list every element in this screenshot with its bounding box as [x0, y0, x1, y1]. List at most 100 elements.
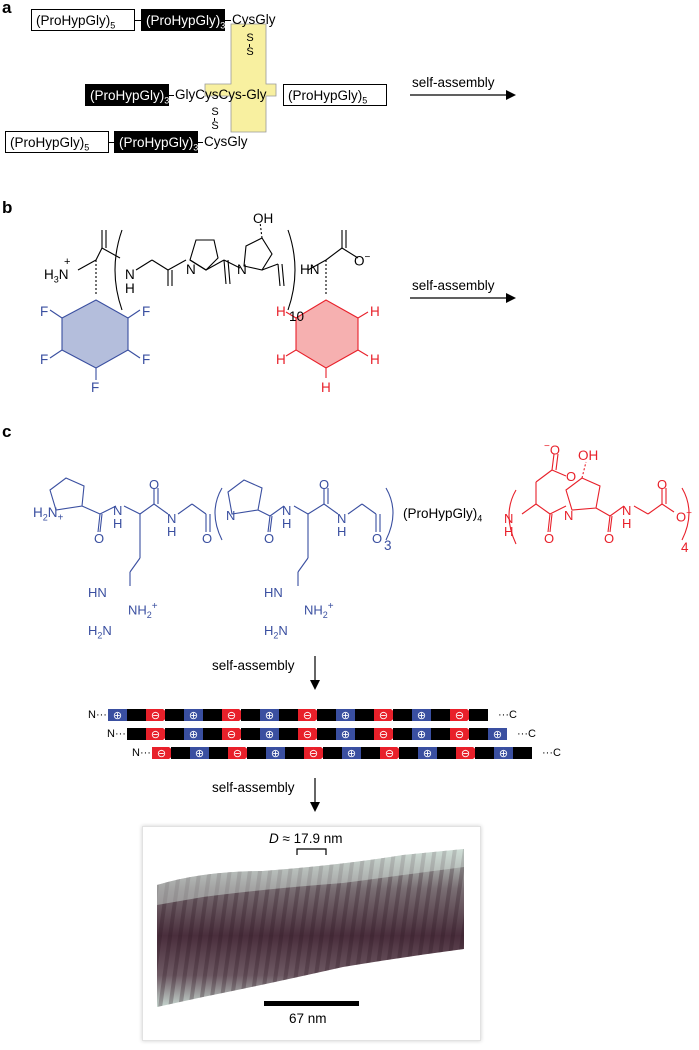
self-assembly-label-c1: self-assembly	[212, 658, 295, 673]
panel-b-label: b	[2, 198, 13, 217]
neutral-segment	[203, 708, 222, 721]
minus-symbol: ⊖	[455, 729, 464, 741]
negative-segment	[298, 708, 322, 721]
peptide-box-prohypgly5-row3: (ProHypGly)5	[5, 131, 109, 153]
neutral-segment	[127, 708, 146, 721]
cys-gly-row3: CysGly	[204, 134, 248, 149]
negative-segment	[228, 746, 252, 759]
neutral-segment	[355, 727, 374, 740]
self-assembly-arrow-b	[410, 293, 516, 303]
neutral-segment	[279, 727, 298, 740]
peptide-box-prohypgly3-row1: (ProHypGly)3	[141, 9, 225, 31]
chain-n-terminus: N···	[107, 727, 126, 740]
bond-line	[225, 20, 231, 21]
neutral-segment	[171, 746, 190, 759]
minus-symbol: ⊖	[303, 729, 312, 741]
disulfide-bond-bottom: S S	[211, 106, 219, 132]
tem-micrograph	[157, 848, 464, 1007]
self-assembly-label-a: self-assembly	[412, 75, 495, 90]
positive-segment	[184, 727, 203, 740]
positive-segment	[418, 746, 437, 759]
plus-symbol: ⊕	[341, 729, 350, 741]
neutral-segment	[241, 708, 260, 721]
chain-segments: ⊕⊖⊕⊖⊕⊖⊕⊖⊕⊖	[108, 708, 488, 722]
neutral-segment	[323, 746, 342, 759]
neutral-segment	[285, 746, 304, 759]
o-label-c7: O	[566, 469, 577, 484]
nh3-charge: +	[64, 256, 71, 268]
minus-symbol: ⊖	[455, 710, 464, 722]
plus-symbol: ⊕	[189, 710, 198, 722]
negative-segment	[374, 708, 398, 721]
neutral-segment	[437, 746, 456, 759]
nh3-plus-label: H3N	[44, 267, 69, 285]
negative-segment	[298, 727, 322, 740]
minus-symbol: ⊖	[151, 729, 160, 741]
neutral-segment	[279, 708, 298, 721]
helix-chain-3: N···⊖⊕⊖⊕⊖⊕⊖⊕⊖⊕···C	[132, 744, 561, 760]
panel-c-structure	[49, 453, 690, 586]
neutral-segment	[241, 727, 260, 740]
c-terminal-o: O−	[676, 508, 692, 525]
d-spacing-label: D ≈ 17.9 nm	[269, 831, 343, 846]
plus-symbol: ⊕	[265, 710, 274, 722]
neutral-segment	[317, 708, 336, 721]
o-label-c5: O	[319, 477, 330, 492]
scale-bar-label: 67 nm	[289, 1011, 327, 1026]
neutral-segment	[513, 746, 532, 759]
n-label-pro: N	[186, 262, 196, 277]
hydrogen-2: H	[276, 352, 286, 367]
positive-segment	[494, 746, 513, 759]
o-label-c3: O	[202, 531, 213, 546]
negative-segment	[146, 708, 170, 721]
self-assembly-label-b: self-assembly	[412, 278, 495, 293]
helix-chain-2: N···⊖⊕⊖⊕⊖⊕⊖⊕⊖⊕···C	[107, 725, 536, 741]
disulfide-bond-top: S S	[246, 32, 254, 58]
peptide-box-prohypgly3-row3: (ProHypGly)3	[114, 131, 198, 153]
tem-micrograph-frame: D ≈ 17.9 nm 67 nm	[142, 826, 481, 1041]
self-assembly-arrow-c2	[310, 778, 320, 812]
positive-segment	[342, 746, 361, 759]
minus-symbol: ⊖	[227, 710, 236, 722]
negative-segment	[450, 727, 474, 740]
bond-line	[109, 142, 114, 143]
negative-segment	[222, 727, 246, 740]
neutral-segment	[355, 708, 374, 721]
carboxylate-o: O−	[354, 252, 371, 269]
o-label-c4: O	[264, 531, 275, 546]
plus-symbol: ⊕	[493, 729, 502, 741]
hydrogen-5: H	[321, 380, 331, 395]
plus-symbol: ⊕	[499, 748, 508, 760]
plus-symbol: ⊕	[271, 748, 280, 760]
chain-n-terminus: N···	[132, 746, 151, 759]
minus-symbol: ⊖	[151, 710, 160, 722]
minus-symbol: ⊖	[379, 710, 388, 722]
plus-symbol: ⊕	[189, 729, 198, 741]
o-label-c9: O	[604, 531, 615, 546]
oh-label-b: OH	[253, 211, 274, 226]
positive-segment	[190, 746, 209, 759]
chain-n-terminus: N···	[88, 708, 107, 721]
fluorine-1: F	[40, 304, 49, 319]
fluorine-3: F	[142, 304, 151, 319]
positive-segment	[336, 727, 355, 740]
o-label-c8: O	[544, 531, 555, 546]
positive-segment	[184, 708, 203, 721]
cys-highlight	[204, 23, 277, 133]
peptide-box-prohypgly5-row1: (ProHypGly)5	[31, 9, 135, 31]
positive-segment	[336, 708, 355, 721]
prohypgly4-label: (ProHypGly)4	[403, 506, 483, 524]
plus-symbol: ⊕	[347, 748, 356, 760]
positive-segment	[260, 708, 279, 721]
minus-symbol: ⊖	[233, 748, 242, 760]
peptide-box-prohypgly3-row2: (ProHypGly)3	[85, 84, 169, 106]
negative-segment	[152, 746, 176, 759]
guanidinium-1: HN NH2+ H2N	[88, 585, 158, 641]
plus-symbol: ⊕	[417, 710, 426, 722]
plus-symbol: ⊕	[113, 710, 122, 722]
